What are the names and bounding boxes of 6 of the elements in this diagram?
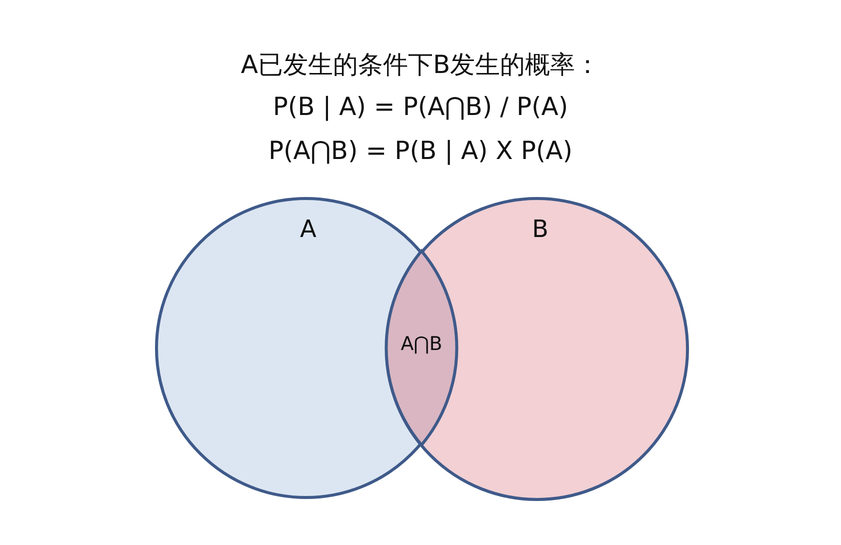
intersection-label: A⋂B <box>400 333 442 355</box>
set-label: B <box>532 215 548 243</box>
formula-text: P(B | A) = P(A⋂B) / P(A) <box>272 92 568 121</box>
set-label: A <box>300 215 316 243</box>
title: A已发生的条件下B发生的概率： <box>240 50 600 79</box>
formula-text: P(A⋂B) = P(B | A) X P(A) <box>268 136 573 165</box>
